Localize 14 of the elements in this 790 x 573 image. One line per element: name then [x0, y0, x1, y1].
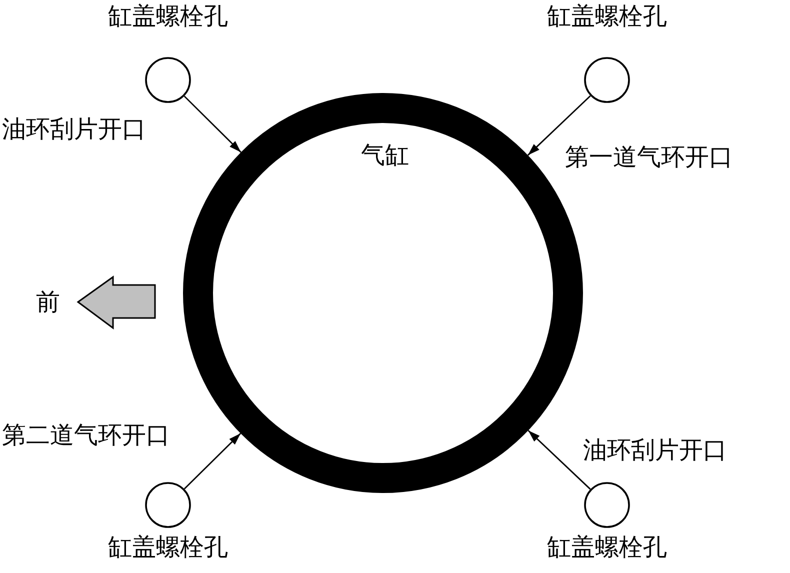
cylinder-label: 气缸: [361, 141, 409, 169]
hole-label: 缸盖螺栓孔: [108, 2, 228, 30]
edge-label: 油环刮片开口: [583, 436, 727, 464]
arrow: [184, 432, 242, 490]
arrow: [528, 430, 591, 490]
direction-label: 前: [36, 288, 60, 316]
edge-label: 油环刮片开口: [2, 115, 146, 143]
arrow: [527, 95, 591, 156]
hole-label: 缸盖螺栓孔: [108, 533, 228, 561]
edge-label: 第二道气环开口: [2, 421, 170, 449]
edge-label: 第一道气环开口: [565, 143, 733, 171]
arrow: [184, 96, 242, 153]
hole-label: 缸盖螺栓孔: [547, 2, 667, 30]
hole-label: 缸盖螺栓孔: [547, 533, 667, 561]
